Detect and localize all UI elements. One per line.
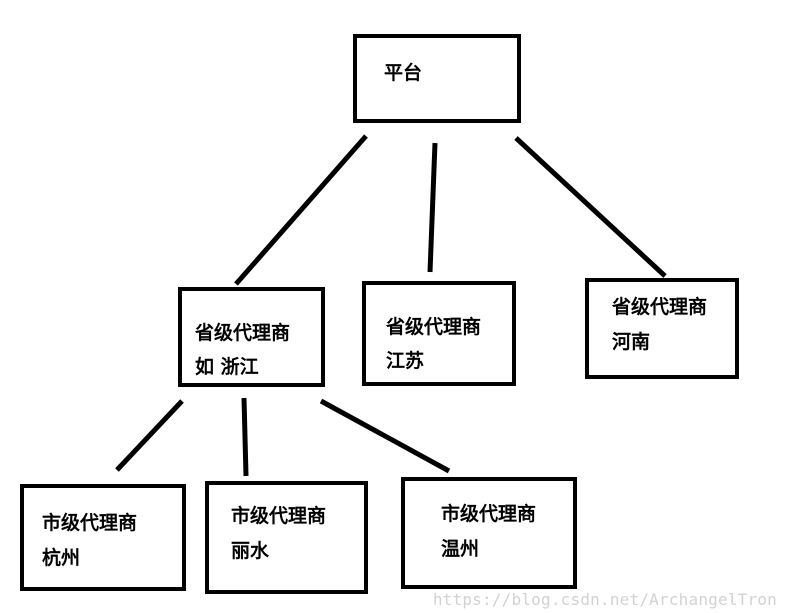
province-node-zhejiang: 省级代理商 如 浙江 bbox=[178, 287, 325, 387]
province-label-line1: 省级代理商 bbox=[195, 322, 291, 344]
province-label-line2: 河南 bbox=[612, 331, 651, 353]
city-node-hangzhou: 市级代理商 杭州 bbox=[20, 484, 186, 591]
connector-zhejiang-to-wenzhou bbox=[319, 398, 451, 474]
city-label-line1: 市级代理商 bbox=[42, 512, 138, 534]
connector-zhejiang-to-hangzhou bbox=[115, 399, 184, 472]
city-label-line2: 丽水 bbox=[231, 540, 270, 562]
province-node-henan: 省级代理商 河南 bbox=[585, 278, 739, 379]
province-node-jiangsu: 省级代理商 江苏 bbox=[362, 281, 516, 386]
city-label-line2: 杭州 bbox=[42, 547, 81, 569]
city-label-line2: 温州 bbox=[441, 538, 480, 560]
connector-zhejiang-to-lishui bbox=[241, 397, 249, 477]
watermark-text: https://blog.csdn.net/ArchangelTron bbox=[432, 590, 777, 609]
city-label-line1: 市级代理商 bbox=[231, 505, 327, 527]
province-label-line2: 江苏 bbox=[386, 350, 425, 372]
connector-root-to-zhejiang bbox=[234, 134, 368, 286]
province-label-line2: 如 浙江 bbox=[195, 356, 259, 378]
root-label: 平台 bbox=[384, 62, 423, 84]
connector-root-to-henan bbox=[514, 136, 667, 278]
root-node: 平台 bbox=[353, 34, 521, 123]
city-label-line1: 市级代理商 bbox=[441, 503, 537, 525]
province-label-line1: 省级代理商 bbox=[386, 316, 482, 338]
city-node-wenzhou: 市级代理商 温州 bbox=[401, 477, 577, 589]
connector-root-to-jiangsu bbox=[427, 142, 438, 273]
province-label-line1: 省级代理商 bbox=[612, 296, 708, 318]
city-node-lishui: 市级代理商 丽水 bbox=[205, 481, 368, 594]
